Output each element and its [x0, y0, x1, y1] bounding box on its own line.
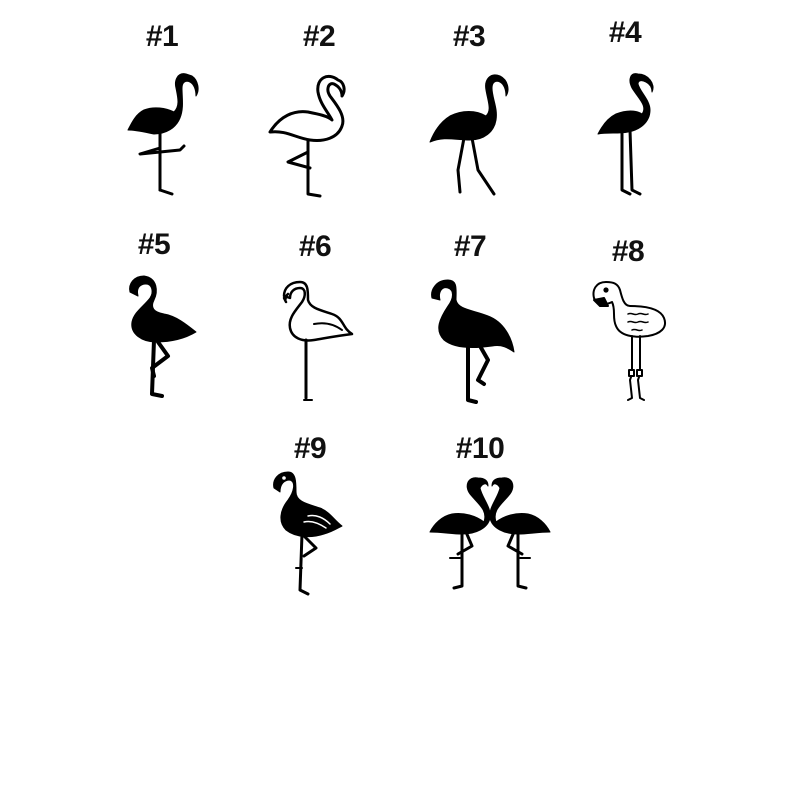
flamingo-sketch-outline-icon	[280, 276, 356, 402]
flamingo-walking-silhouette-icon	[426, 70, 516, 200]
flamingo-detailed-silhouette-icon	[268, 468, 344, 596]
design-label-10: #10	[455, 432, 505, 465]
design-label-4: #4	[608, 16, 642, 49]
design-label-3: #3	[452, 20, 486, 53]
design-label-5: #5	[137, 228, 171, 261]
design-label-2: #2	[302, 20, 336, 53]
flamingo-tall-silhouette-icon	[594, 70, 660, 200]
flamingo-large-silhouette-icon	[428, 276, 518, 404]
design-label-7: #7	[453, 230, 487, 263]
design-label-8: #8	[611, 235, 645, 268]
design-label-6: #6	[298, 230, 332, 263]
flamingo-outline-icon	[262, 70, 358, 200]
flamingo-pair-heart-necks-icon	[426, 470, 554, 594]
flamingo-bold-silhouette-icon	[124, 272, 200, 400]
flamingo-cartoon-outline-icon	[588, 276, 670, 404]
design-label-1: #1	[145, 20, 179, 53]
flamingo-standing-one-leg-silhouette-icon	[120, 68, 210, 200]
design-label-9: #9	[293, 432, 327, 465]
